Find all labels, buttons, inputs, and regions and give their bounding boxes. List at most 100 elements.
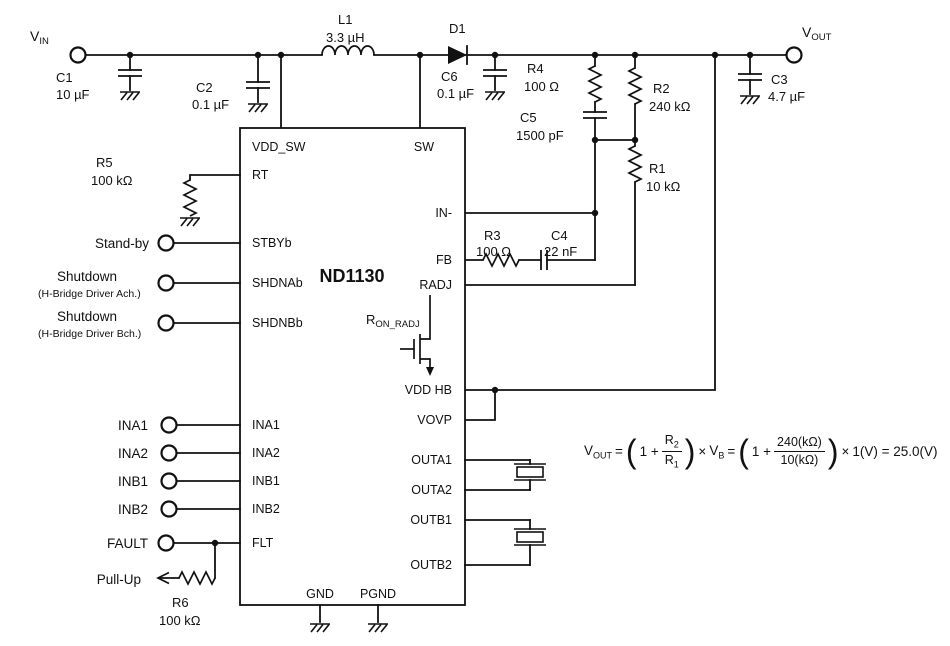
c2-value: 0.1 µF	[192, 97, 229, 112]
l1-ref: L1	[338, 12, 352, 27]
pin-outb2: OUTB2	[410, 558, 452, 572]
pin-inb1: INB1	[252, 474, 280, 488]
r5-resistor: R5 100 kΩ	[91, 155, 241, 227]
formula-vb: VB	[709, 442, 725, 461]
r1-ref: R1	[649, 161, 666, 176]
l1-inductor: L1 3.3 µH	[321, 12, 375, 56]
c3-ref: C3	[771, 72, 788, 87]
pin-pgnd: PGND	[360, 587, 396, 601]
vin-label: VIN	[30, 28, 49, 47]
ic-name: ND1130	[319, 266, 384, 286]
vdd-hb-wire	[464, 54, 716, 391]
pin-flt: FLT	[252, 536, 274, 550]
standby-label: Stand-by	[95, 236, 149, 251]
pin-inb2: INB2	[252, 502, 280, 516]
c1-ref: C1	[56, 70, 73, 85]
pin-outb1: OUTB1	[410, 513, 452, 527]
c5-ref: C5	[520, 110, 537, 125]
formula-one-plus-1: 1 +	[639, 443, 659, 459]
pin-in-minus: IN-	[435, 206, 452, 220]
pin-vdd-hb: VDD HB	[405, 383, 452, 397]
junction-dots	[126, 51, 754, 547]
formula-result: 1(V) = 25.0(V)	[852, 443, 938, 459]
pin-gnd: GND	[306, 587, 334, 601]
r1-resistor: R1 10 kΩ	[627, 145, 681, 286]
gnd-ground-icon	[309, 623, 331, 633]
pin-vdd-sw: VDD_SW	[252, 140, 306, 154]
shutdown-a-detail: (H-Bridge Driver Ach.)	[38, 288, 141, 300]
formula-close-paren-1: )	[684, 432, 696, 470]
r4-resistor: R4 100 Ω	[524, 54, 603, 113]
r6-ref: R6	[172, 595, 189, 610]
inb1-label: INB1	[118, 474, 148, 489]
pgnd-ground-icon	[367, 623, 389, 633]
l1-value: 3.3 µH	[326, 30, 365, 45]
formula-frac-r2-r1: R2 R1	[661, 433, 682, 470]
ic-nd1130: ND1130 VDD_SW RT STBYb SHDNAb SHDNBb INA…	[239, 127, 466, 606]
pin-outa2: OUTA2	[411, 483, 452, 497]
formula-eq2: =	[727, 443, 736, 459]
c1-value: 10 µF	[56, 87, 90, 102]
pin-radj: RADJ	[419, 278, 452, 292]
r3-value: 100 Ω	[476, 244, 511, 259]
formula-vout: VOUT	[584, 442, 613, 461]
pgnd-pin-ground	[367, 604, 389, 633]
r4-value: 100 Ω	[524, 79, 559, 94]
pin-fb: FB	[436, 253, 452, 267]
r1-value: 10 kΩ	[646, 179, 681, 194]
inb1-input: INB1	[118, 472, 241, 490]
pin-ina1: INA1	[252, 418, 280, 432]
ina2-input: INA2	[118, 444, 241, 462]
r6-pullup: Pull-Up R6 100 kΩ	[97, 542, 216, 628]
inb2-input: INB2	[118, 500, 241, 518]
pin-sw: SW	[414, 140, 434, 154]
mosfet-arrow-icon	[426, 367, 434, 376]
pin-vovp: VOVP	[417, 413, 452, 427]
shutdown-b-detail: (H-Bridge Driver Bch.)	[38, 328, 141, 340]
d1-diode: D1	[448, 21, 468, 65]
ina1-input: INA1	[118, 416, 241, 434]
c1-ground-icon	[119, 91, 141, 101]
c3-ground-icon	[739, 95, 761, 105]
pullup-arrow-icon	[156, 571, 170, 585]
pin-shdnab: SHDNAb	[252, 276, 303, 290]
vin-terminal: VIN	[30, 28, 87, 64]
c1-capacitor: C1 10 µF	[56, 54, 143, 102]
gnd-pin-ground	[309, 604, 331, 633]
c6-capacitor: C6 0.1 µF	[437, 54, 508, 101]
c5-value: 1500 pF	[516, 128, 564, 143]
ina1-label: INA1	[118, 418, 148, 433]
shutdown-b-label: Shutdown	[57, 309, 117, 324]
formula-open-paren-1: (	[625, 432, 637, 470]
c6-value: 0.1 µF	[437, 86, 474, 101]
c4-ref: C4	[551, 228, 568, 243]
formula-times-1: ×	[698, 443, 707, 459]
c3-capacitor: C3 4.7 µF	[737, 54, 805, 105]
c6-ref: C6	[441, 69, 458, 84]
c4-value: 22 nF	[544, 244, 577, 259]
shutdown-b-input: Shutdown (H-Bridge Driver Bch.)	[38, 309, 241, 340]
vout-terminal: VOUT	[785, 24, 832, 64]
r5-ground-icon	[179, 217, 201, 227]
pin-rt: RT	[252, 168, 269, 182]
inb2-label: INB2	[118, 502, 148, 517]
c2-ref: C2	[196, 80, 213, 95]
c6-ground-icon	[484, 91, 506, 101]
fault-label: FAULT	[107, 536, 148, 551]
r4-ref: R4	[527, 61, 544, 76]
r2-resistor: R2 240 kΩ	[627, 54, 691, 147]
formula-open-paren-2: (	[738, 432, 749, 470]
vout-formula: VOUT = ( 1 + R2 R1 ) × VB = ( 1 + 240(kΩ…	[584, 433, 938, 470]
d1-ref: D1	[449, 21, 466, 36]
c3-value: 4.7 µF	[768, 89, 805, 104]
r3-resistor: R3 100 Ω	[464, 228, 542, 268]
r6-value: 100 kΩ	[159, 613, 201, 628]
shutdown-a-input: Shutdown (H-Bridge Driver Ach.)	[38, 269, 241, 300]
pullup-label: Pull-Up	[97, 572, 141, 587]
formula-times-2: ×	[841, 443, 850, 459]
c4-capacitor: C4 22 nF	[540, 228, 596, 271]
standby-input: Stand-by	[95, 234, 241, 252]
r5-value: 100 kΩ	[91, 173, 133, 188]
